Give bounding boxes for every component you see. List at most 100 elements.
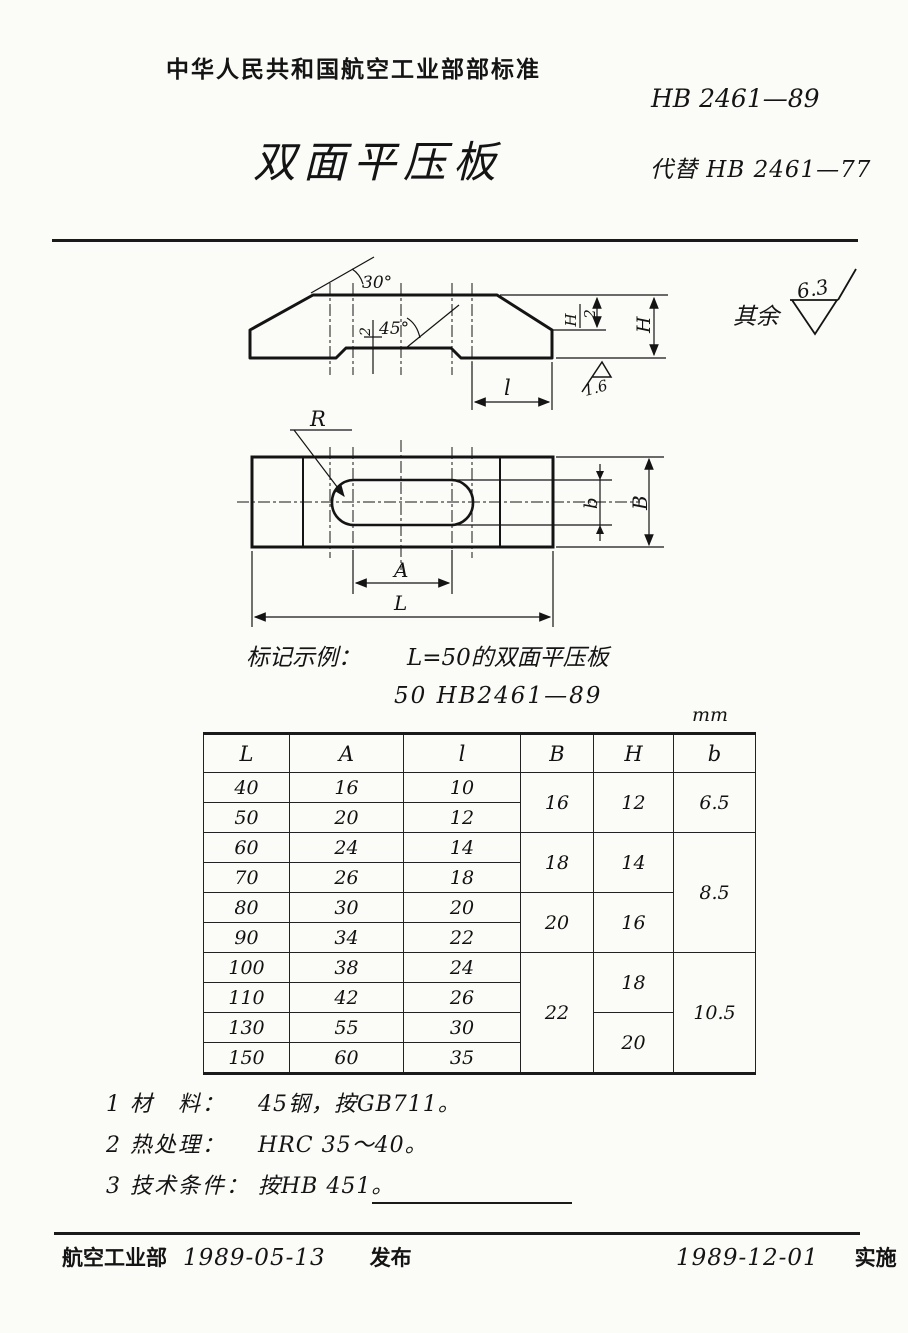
dim-h-half: H 2 bbox=[562, 304, 599, 328]
side-view-dimensions bbox=[310, 256, 668, 410]
replaces-note: 代替 HB 2461—77 bbox=[650, 157, 872, 183]
surface-finish-other-value: 6.3 bbox=[795, 274, 830, 303]
angle-30-label: 30° bbox=[362, 273, 392, 293]
cell: 20 bbox=[289, 802, 404, 833]
dim-height-label: H bbox=[633, 316, 655, 334]
cell: 30 bbox=[403, 1012, 521, 1043]
cell-B: 20 bbox=[520, 892, 594, 953]
standard-number: HB 2461—89 bbox=[651, 84, 820, 113]
cell: 55 bbox=[289, 1012, 404, 1043]
footer-rule bbox=[54, 1232, 860, 1235]
cell: 10 bbox=[403, 772, 521, 803]
surface-finish-other-label: 其余 bbox=[733, 304, 782, 330]
note-text: HRC 35～40。 bbox=[258, 1133, 428, 1158]
footer-effective-date: 1989-12-01 bbox=[676, 1245, 819, 1271]
cell-H: 16 bbox=[593, 892, 674, 953]
dim-h-half-denominator: 2 bbox=[581, 309, 599, 320]
notes-section: 1 材 料： 45钢，按GB711。 2 热处理： HRC 35～40。 3 技… bbox=[106, 1086, 461, 1209]
footer-effective-block: 1989-12-01 实施 bbox=[676, 1242, 897, 1272]
cell: 26 bbox=[403, 982, 521, 1013]
table-row: 130 55 30 20 bbox=[203, 1012, 756, 1074]
cell-B: 22 bbox=[520, 952, 594, 1074]
table-row: 60 24 14 18 14 8.5 bbox=[203, 832, 756, 953]
cell-H: 18 bbox=[593, 952, 674, 1013]
dim-length-label: L bbox=[393, 591, 407, 615]
col-header-A: A bbox=[289, 733, 404, 773]
b-dim-arrow-bottom bbox=[596, 525, 604, 534]
note-label: 热处理： bbox=[130, 1133, 227, 1158]
plan-view-outline bbox=[250, 455, 555, 549]
footer-effective-label: 实施 bbox=[854, 1246, 897, 1270]
dim-slot-width-label: b bbox=[581, 497, 602, 509]
note-label: 材 料： bbox=[130, 1092, 227, 1117]
dim-slot-length-label: A bbox=[392, 558, 408, 582]
cell: 24 bbox=[403, 952, 521, 983]
table-header-row: L A l B H b bbox=[203, 733, 756, 773]
cell: 40 bbox=[203, 772, 290, 803]
side-view-centerlines bbox=[329, 283, 473, 375]
dim-h-half-numerator: H bbox=[562, 313, 580, 328]
table-row: 100 38 24 22 18 10.5 bbox=[203, 952, 756, 1074]
cell: 26 bbox=[289, 862, 404, 893]
note-number: 1 bbox=[106, 1092, 120, 1117]
cell: 110 bbox=[203, 982, 290, 1013]
cell-b: 10.5 bbox=[673, 952, 756, 1074]
b-dim-arrow-top bbox=[596, 471, 604, 480]
footer-issuer: 航空工业部 bbox=[62, 1246, 167, 1270]
angle-45-label: 45° bbox=[378, 319, 409, 339]
footer-issue-label: 发布 bbox=[369, 1246, 412, 1270]
cell-H: 20 bbox=[593, 1012, 674, 1074]
roughness-1-6-value: 1.6 bbox=[582, 376, 610, 400]
cell: 20 bbox=[403, 892, 521, 923]
plan-view-centerlines bbox=[237, 440, 640, 570]
cell: 100 bbox=[203, 952, 290, 983]
col-header-B: B bbox=[520, 733, 594, 773]
cell: 35 bbox=[403, 1042, 521, 1074]
dimension-table: L A l B H b 40 16 10 16 12 6.5 50 20 12 … bbox=[203, 732, 756, 1075]
cell: 50 bbox=[203, 802, 290, 833]
cell: 70 bbox=[203, 862, 290, 893]
cell: 130 bbox=[203, 1012, 290, 1043]
cell-b: 8.5 bbox=[673, 832, 756, 953]
marking-example-line2: 50 HB2461—89 bbox=[394, 683, 603, 709]
marking-example-text: L=50的双面平压板 bbox=[407, 645, 609, 671]
table-row: 80 30 20 20 16 bbox=[203, 892, 756, 953]
footer-short-rule bbox=[372, 1202, 572, 1204]
note-number: 3 bbox=[106, 1174, 120, 1199]
table-row: 150 60 35 bbox=[203, 1042, 756, 1074]
radius-label: R bbox=[309, 407, 326, 431]
unit-label: mm bbox=[692, 704, 729, 726]
surface-finish-symbol bbox=[790, 268, 857, 336]
cell: 90 bbox=[203, 922, 290, 953]
side-view-profile bbox=[248, 293, 554, 360]
recess-depth-label: 2 bbox=[358, 327, 374, 337]
cell-H: 12 bbox=[593, 772, 674, 833]
cell: 80 bbox=[203, 892, 290, 923]
cell: 16 bbox=[289, 772, 404, 803]
footer-issue-date: 1989-05-13 bbox=[183, 1245, 326, 1271]
table-row: 40 16 10 16 12 6.5 bbox=[203, 772, 756, 833]
cell-B: 18 bbox=[520, 832, 594, 893]
col-header-l: l bbox=[403, 733, 521, 773]
cell: 18 bbox=[403, 862, 521, 893]
note-label: 技术条件： bbox=[130, 1174, 251, 1199]
dim-l-small-label: l bbox=[504, 376, 511, 400]
note-material: 1 材 料： 45钢，按GB711。 bbox=[106, 1086, 461, 1118]
standard-org-title: 中华人民共和国航空工业部部标准 bbox=[166, 57, 541, 83]
note-number: 2 bbox=[106, 1133, 120, 1158]
table-row: 90 34 22 bbox=[203, 922, 756, 953]
col-header-b: b bbox=[673, 733, 756, 773]
header-rule bbox=[52, 239, 858, 242]
cell: 60 bbox=[203, 832, 290, 863]
cell-B: 16 bbox=[520, 772, 594, 833]
cell: 34 bbox=[289, 922, 404, 953]
marking-example-line1: 标记示例：L=50的双面平压板 bbox=[246, 638, 609, 672]
cell: 22 bbox=[403, 922, 521, 953]
footer-issue-block: 航空工业部 1989-05-13 发布 bbox=[62, 1242, 412, 1272]
cell: 30 bbox=[289, 892, 404, 923]
cell: 150 bbox=[203, 1042, 290, 1074]
col-header-H: H bbox=[593, 733, 674, 773]
table-row: 50 20 12 bbox=[203, 802, 756, 833]
